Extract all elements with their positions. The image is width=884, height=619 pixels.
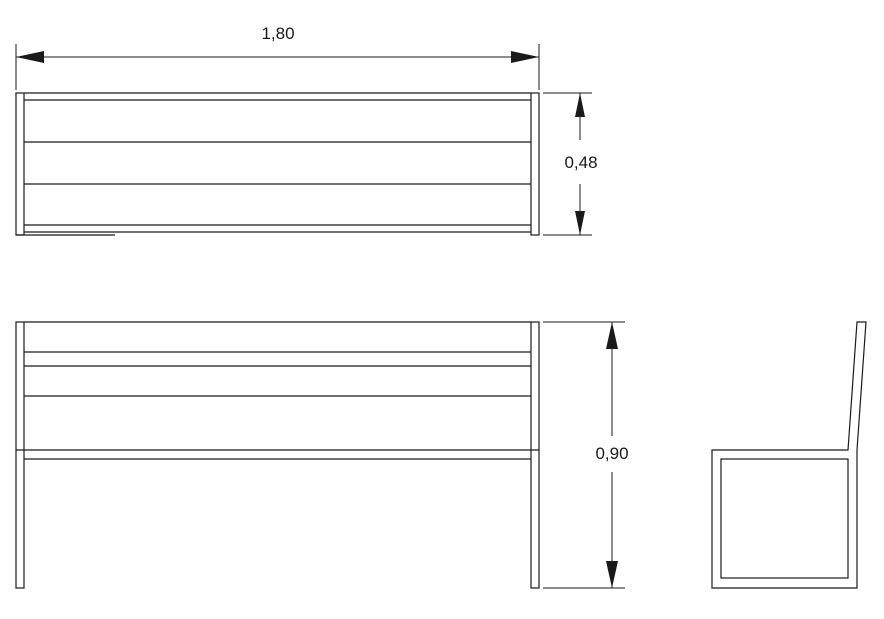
side-view (711, 321, 867, 589)
side-view-outer-frame (711, 321, 867, 589)
front-view-left-leg (15, 321, 25, 589)
front-view-right-leg (530, 321, 540, 589)
front-view (15, 321, 540, 589)
side-view-inner-frame (720, 458, 849, 579)
width-arrow-right (511, 51, 539, 63)
height-arrow-top (606, 322, 618, 349)
width-dimension: 1,80 (15, 24, 540, 90)
depth-arrow-top (575, 93, 585, 117)
top-view-left-leg (15, 92, 25, 236)
depth-label: 0,48 (564, 153, 597, 172)
width-label: 1,80 (261, 24, 294, 43)
height-label: 0,90 (595, 444, 628, 463)
depth-arrow-bottom (575, 211, 585, 235)
top-view-right-leg (530, 92, 540, 236)
depth-dimension: 0,48 (543, 92, 598, 236)
height-arrow-bottom (606, 561, 618, 588)
width-arrow-left (16, 51, 44, 63)
top-view (15, 92, 540, 236)
height-dimension: 0,90 (543, 321, 629, 589)
